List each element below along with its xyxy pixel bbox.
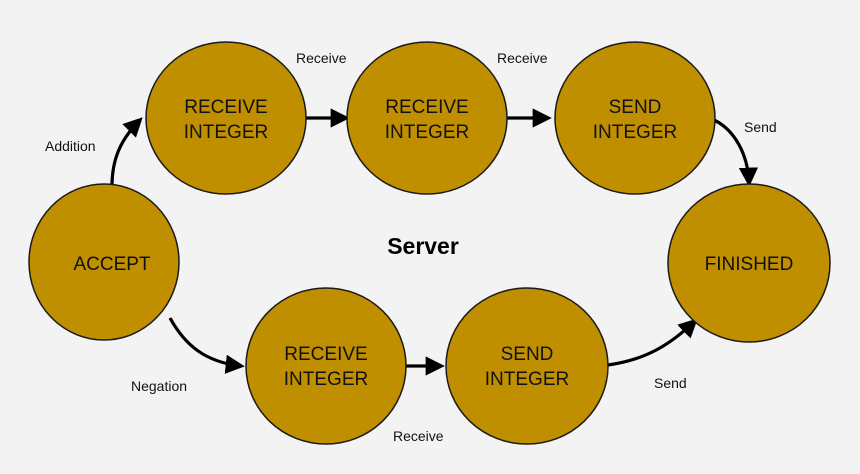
diagram-title: Server bbox=[387, 233, 459, 259]
edge-label-negation: Negation bbox=[131, 378, 187, 394]
edge-label-receive-2: Receive bbox=[497, 50, 548, 66]
state-receive-integer-2-line1: RECEIVE bbox=[385, 97, 468, 118]
edge-send-bottom-to-finished bbox=[607, 318, 698, 367]
state-send-integer-bottom-line2: INTEGER bbox=[485, 369, 569, 390]
edge-label-send-top: Send bbox=[744, 119, 777, 135]
state-receive-integer-bottom-line2: INTEGER bbox=[284, 369, 368, 390]
state-receive-integer-bottom-line1: RECEIVE bbox=[284, 344, 367, 365]
state-send-integer-top-line1: SEND bbox=[609, 97, 662, 118]
edge-label-receive-1: Receive bbox=[296, 50, 347, 66]
state-accept: ACCEPT bbox=[28, 183, 180, 341]
edge-label-addition: Addition bbox=[45, 138, 96, 154]
state-receive-integer-1-line1: RECEIVE bbox=[184, 97, 267, 118]
state-receive-integer-2-line2: INTEGER bbox=[385, 122, 469, 143]
edge-accept-to-receive-top bbox=[110, 117, 143, 187]
state-send-integer-top: SEND INTEGER bbox=[554, 41, 716, 195]
state-send-integer-bottom: SEND INTEGER bbox=[445, 287, 609, 445]
state-send-integer-top-line2: INTEGER bbox=[593, 122, 677, 143]
state-receive-integer-1-line2: INTEGER bbox=[184, 122, 268, 143]
edge-accept-to-receive-bottom bbox=[168, 317, 245, 374]
state-finished-label: FINISHED bbox=[705, 254, 794, 275]
state-receive-integer-2: RECEIVE INTEGER bbox=[346, 41, 508, 195]
state-accept-label: ACCEPT bbox=[73, 254, 150, 275]
edge-label-send-bottom: Send bbox=[654, 375, 687, 391]
state-receive-integer-bottom: RECEIVE INTEGER bbox=[245, 287, 407, 445]
state-send-integer-bottom-line1: SEND bbox=[501, 344, 554, 365]
state-finished: FINISHED bbox=[667, 183, 831, 343]
edge-label-receive-bottom: Receive bbox=[393, 428, 444, 444]
state-receive-integer-1: RECEIVE INTEGER bbox=[145, 41, 307, 195]
edge-send-top-to-finished bbox=[713, 118, 759, 187]
